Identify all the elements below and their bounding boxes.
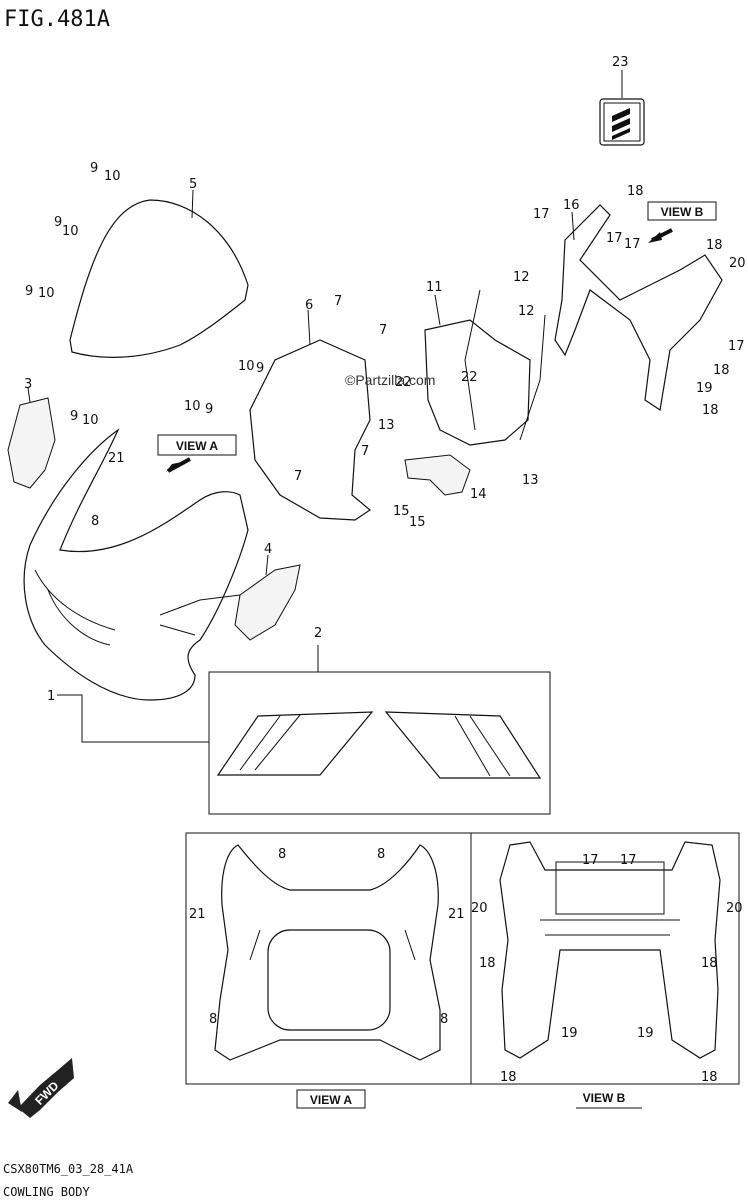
- svg-text:21: 21: [189, 907, 206, 922]
- svg-text:18: 18: [706, 238, 723, 253]
- svg-text:19: 19: [696, 381, 713, 396]
- svg-text:VIEW A: VIEW A: [310, 1093, 353, 1107]
- svg-text:7: 7: [294, 469, 302, 484]
- svg-text:18: 18: [701, 1070, 718, 1085]
- figure-title: FIG.481A: [4, 7, 110, 32]
- svg-text:12: 12: [513, 270, 530, 285]
- decal-kit-box: [208, 645, 551, 815]
- svg-text:15: 15: [409, 515, 426, 530]
- svg-text:19: 19: [561, 1026, 578, 1041]
- view-labels: 8 8 8 8 21 21 17 17 20 20 18 18 18 18 19…: [189, 847, 743, 1085]
- svg-text:18: 18: [701, 956, 718, 971]
- svg-text:21: 21: [108, 451, 125, 466]
- svg-text:8: 8: [209, 1012, 217, 1027]
- svg-text:9: 9: [70, 409, 78, 424]
- view-b-callout: VIEW B: [647, 201, 717, 243]
- svg-text:8: 8: [377, 847, 385, 862]
- view-a-callout: VIEW A: [157, 434, 237, 473]
- svg-text:17: 17: [606, 231, 623, 246]
- svg-text:22: 22: [461, 370, 478, 385]
- svg-text:9: 9: [54, 215, 62, 230]
- svg-text:10: 10: [184, 399, 201, 414]
- left-inner-panel: [7, 397, 56, 489]
- front-cowl-part: [23, 428, 249, 701]
- svg-text:10: 10: [38, 286, 55, 301]
- svg-text:13: 13: [378, 418, 395, 433]
- callout-labels: 1 2 3 4 5 6 7 7 7 7 8 9 9 9 9 9 9 10 10 …: [24, 55, 746, 704]
- svg-text:16: 16: [563, 198, 580, 213]
- fwd-arrow-icon: FWD: [8, 1058, 74, 1118]
- svg-text:9: 9: [256, 361, 264, 376]
- svg-text:5: 5: [189, 177, 197, 192]
- svg-text:17: 17: [728, 339, 745, 354]
- svg-text:9: 9: [205, 402, 213, 417]
- svg-text:17: 17: [533, 207, 550, 222]
- svg-text:6: 6: [305, 298, 313, 313]
- svg-text:18: 18: [713, 363, 730, 378]
- figure-subtitle: COWLING BODY: [3, 1185, 90, 1199]
- svg-text:14: 14: [470, 487, 487, 502]
- svg-text:12: 12: [518, 304, 535, 319]
- svg-text:7: 7: [334, 294, 342, 309]
- svg-text:3: 3: [24, 377, 32, 392]
- svg-text:18: 18: [702, 403, 719, 418]
- svg-text:2: 2: [314, 626, 322, 641]
- svg-text:9: 9: [90, 161, 98, 176]
- stay-part-14: [404, 454, 471, 496]
- svg-text:7: 7: [361, 444, 369, 459]
- svg-text:4: 4: [264, 542, 272, 557]
- svg-text:7: 7: [379, 323, 387, 338]
- windscreen-part: [69, 189, 249, 358]
- watermark: ©Partzilla.com: [345, 372, 435, 388]
- view-b-panel: [470, 832, 740, 1085]
- figure-code: CSX80TM6_03_28_41A: [3, 1162, 134, 1176]
- view-b-caption: VIEW B: [576, 1091, 642, 1109]
- view-a-panel: [185, 832, 472, 1085]
- upper-stay-part: [554, 204, 723, 412]
- svg-text:VIEW A: VIEW A: [176, 439, 219, 453]
- svg-text:10: 10: [82, 413, 99, 428]
- svg-text:1: 1: [47, 689, 55, 704]
- inner-cover-part: [249, 309, 372, 521]
- bracket-assembly-part: [424, 289, 546, 446]
- svg-text:8: 8: [91, 514, 99, 529]
- svg-text:10: 10: [104, 169, 121, 184]
- svg-text:17: 17: [620, 853, 637, 868]
- svg-text:VIEW B: VIEW B: [583, 1091, 626, 1105]
- svg-text:15: 15: [393, 504, 410, 519]
- svg-text:8: 8: [440, 1012, 448, 1027]
- svg-text:21: 21: [448, 907, 465, 922]
- svg-text:10: 10: [62, 224, 79, 239]
- svg-text:VIEW B: VIEW B: [661, 205, 704, 219]
- view-a-caption: VIEW A: [296, 1089, 366, 1109]
- emblem-part: [599, 70, 645, 146]
- svg-text:10: 10: [238, 359, 255, 374]
- svg-text:17: 17: [624, 237, 641, 252]
- svg-text:9: 9: [25, 284, 33, 299]
- svg-text:18: 18: [479, 956, 496, 971]
- svg-text:19: 19: [637, 1026, 654, 1041]
- svg-text:13: 13: [522, 473, 539, 488]
- svg-text:8: 8: [278, 847, 286, 862]
- svg-text:11: 11: [426, 280, 443, 295]
- svg-text:22: 22: [395, 375, 412, 390]
- svg-text:23: 23: [612, 55, 629, 70]
- svg-text:20: 20: [729, 256, 746, 271]
- svg-text:17: 17: [582, 853, 599, 868]
- svg-text:18: 18: [500, 1070, 517, 1085]
- side-bracket-part: [234, 564, 301, 641]
- svg-text:20: 20: [726, 901, 743, 916]
- svg-text:18: 18: [627, 184, 644, 199]
- svg-text:20: 20: [471, 901, 488, 916]
